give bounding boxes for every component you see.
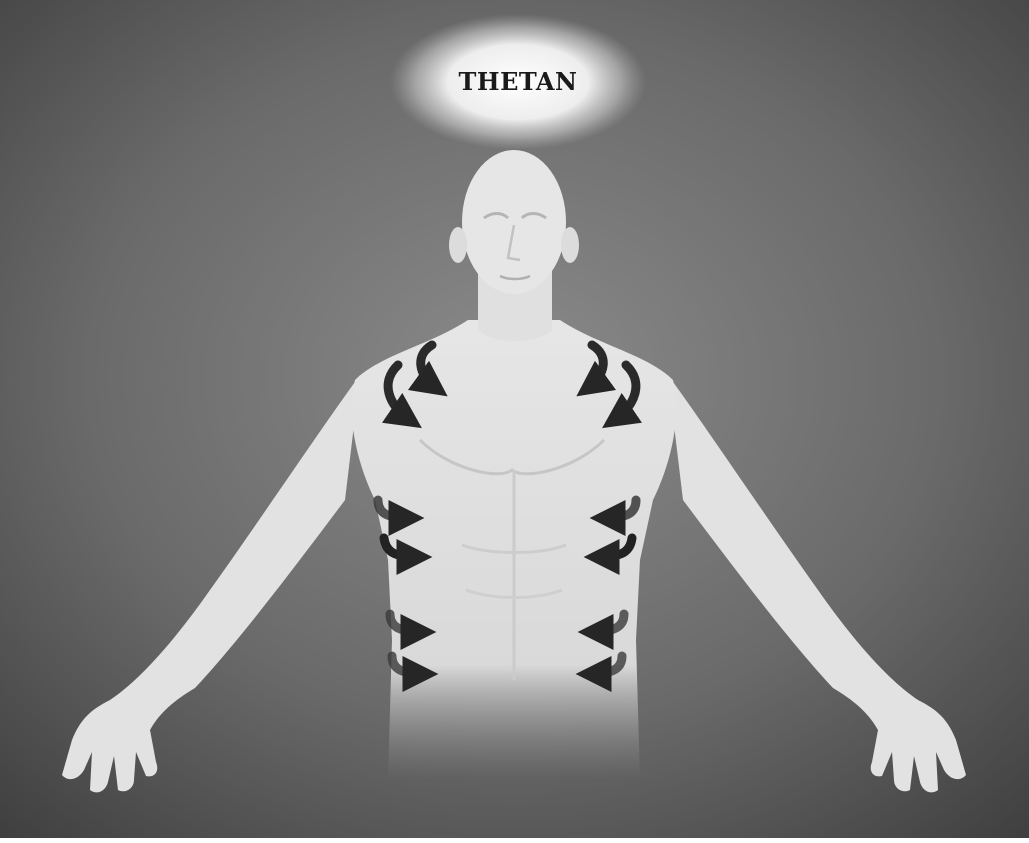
right-ear (561, 227, 579, 263)
head (462, 150, 566, 294)
halo-label: THETAN (402, 60, 634, 104)
left-ear (449, 227, 467, 263)
